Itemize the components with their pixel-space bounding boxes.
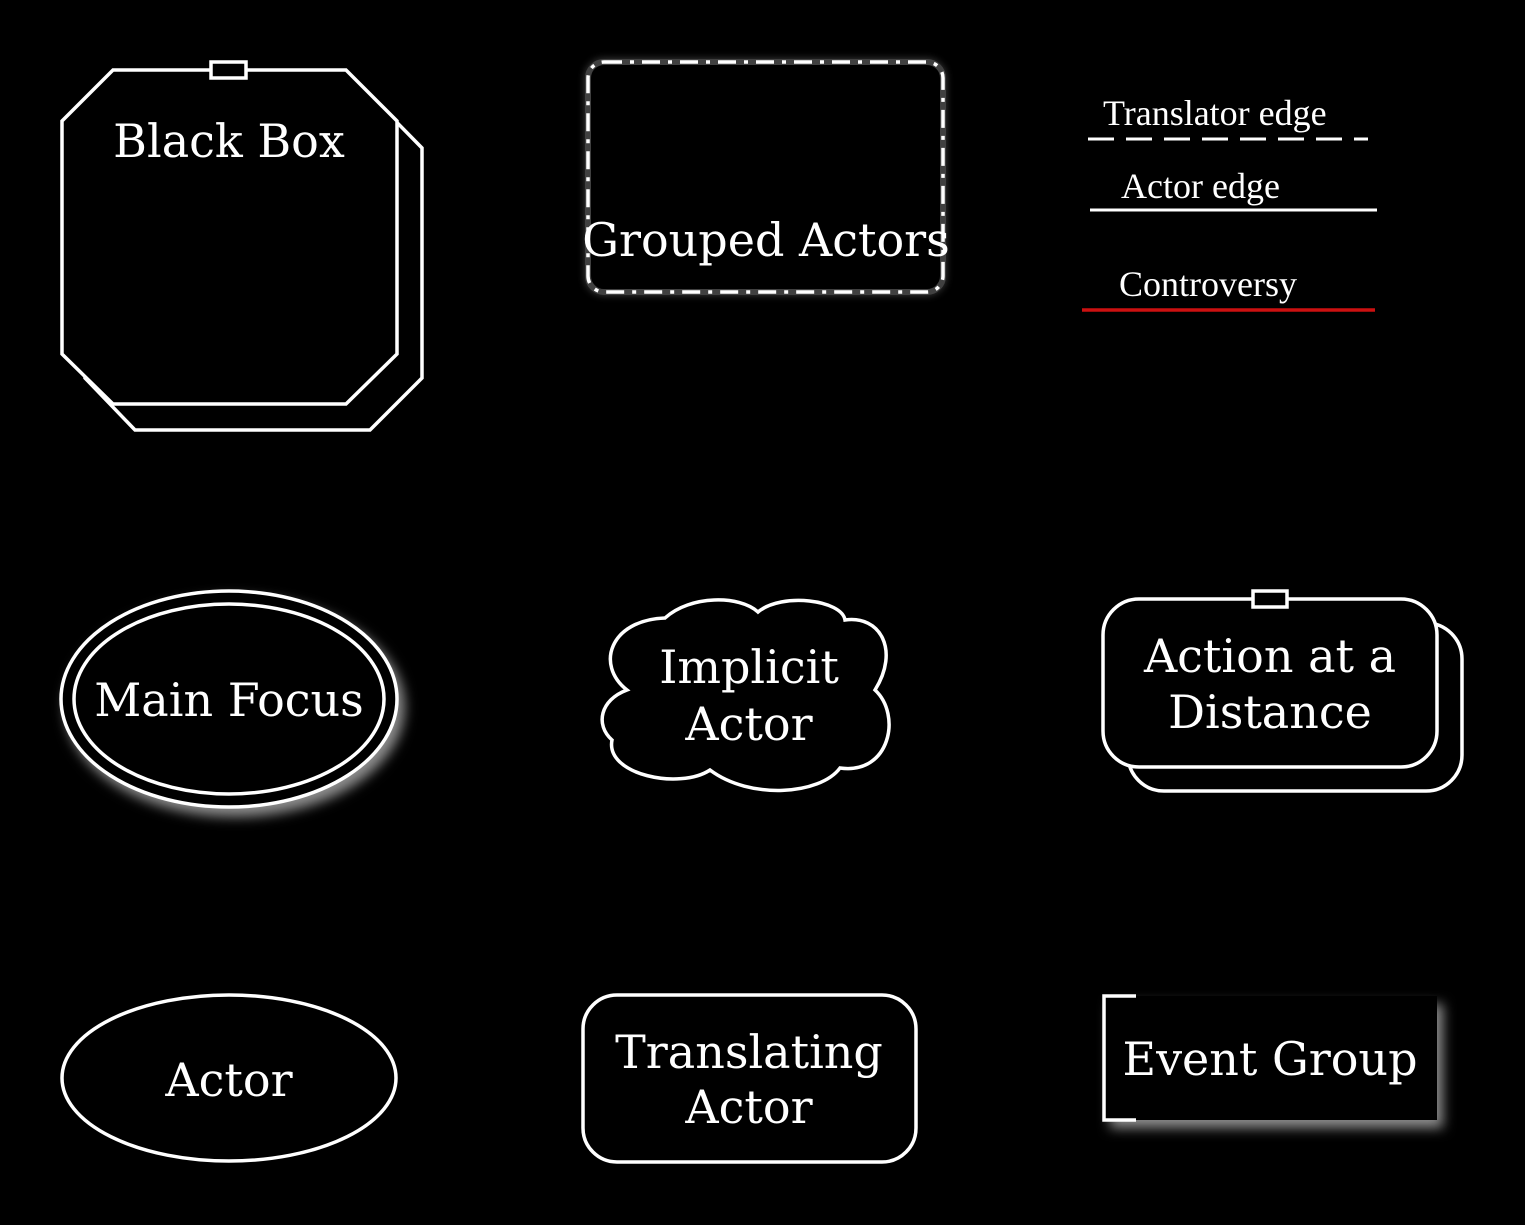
action-at-distance-label-line1: Action at a bbox=[1143, 629, 1396, 683]
black-box-label: Black Box bbox=[113, 114, 345, 168]
event-group-label: Event Group bbox=[1122, 1032, 1417, 1086]
grouped-actors-shape: Grouped Actors bbox=[582, 59, 950, 295]
translator-edge-label: Translator edge bbox=[1103, 93, 1327, 133]
event-group-shape: Event Group bbox=[1102, 994, 1437, 1122]
implicit-actor-label-line2: Actor bbox=[684, 697, 812, 751]
translating-actor-label-line2: Actor bbox=[684, 1080, 812, 1134]
grouped-actors-label: Grouped Actors bbox=[582, 213, 950, 267]
controversy-edge-legend: Controversy bbox=[1082, 264, 1375, 312]
black-box-shape: Black Box bbox=[60, 60, 424, 432]
implicit-actor-shape: Implicit Actor bbox=[600, 598, 891, 793]
translator-edge-legend: Translator edge bbox=[1088, 93, 1368, 141]
translating-actor-label-line1: Translating bbox=[615, 1025, 883, 1079]
implicit-actor-label-line1: Implicit bbox=[659, 640, 839, 694]
action-at-distance-shape: Action at a Distance bbox=[1101, 589, 1464, 793]
actor-edge-label: Actor edge bbox=[1121, 166, 1280, 206]
action-at-distance-label-line2: Distance bbox=[1168, 685, 1372, 739]
controversy-edge-label: Controversy bbox=[1119, 264, 1297, 304]
actor-edge-legend: Actor edge bbox=[1090, 166, 1377, 212]
translating-actor-shape: Translating Actor bbox=[581, 993, 918, 1164]
main-focus-label: Main Focus bbox=[94, 673, 364, 727]
actor-shape: Actor bbox=[60, 993, 398, 1163]
main-focus-shape: Main Focus bbox=[59, 589, 399, 809]
actor-label: Actor bbox=[164, 1053, 292, 1107]
